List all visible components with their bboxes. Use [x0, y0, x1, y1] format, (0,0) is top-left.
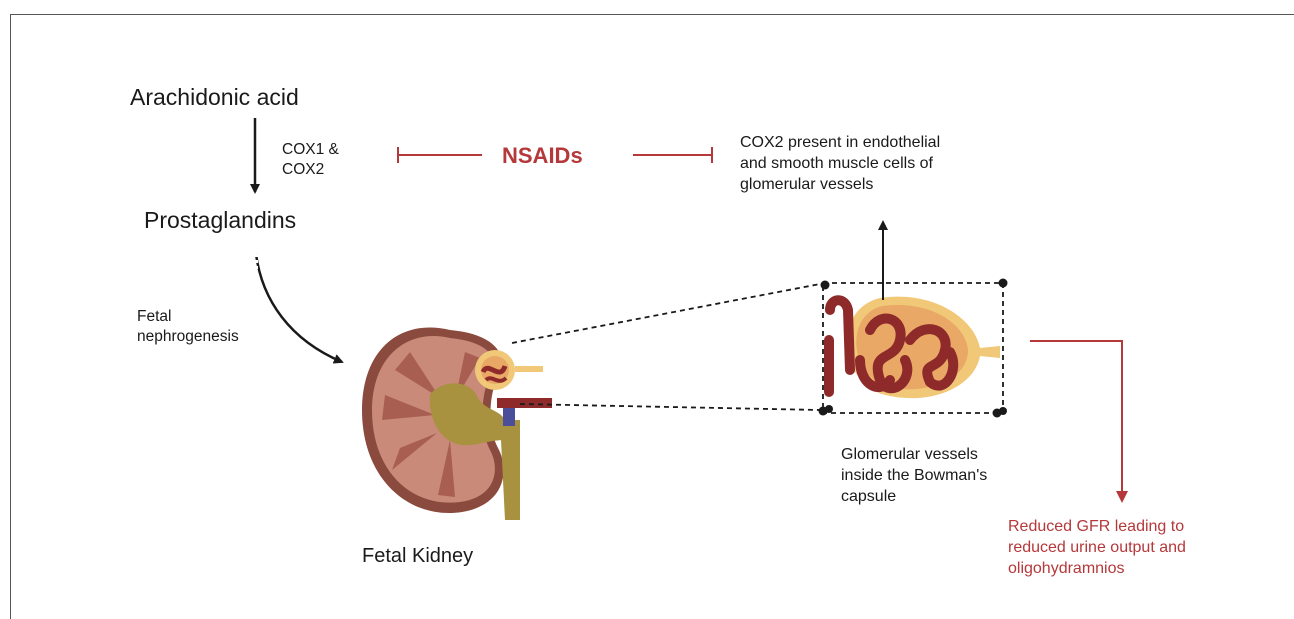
cox2-note: COX2 present in endothelial and smooth m…: [740, 132, 940, 195]
glomerulus-caption: Glomerular vessels inside the Bowman's c…: [841, 444, 987, 507]
cox2-note-line-2: and smooth muscle cells of: [740, 153, 940, 174]
fetal-kidney-label: Fetal Kidney: [362, 545, 473, 568]
enzymes-label: COX1 & COX2: [282, 140, 339, 180]
nephrogenesis-line-1: Fetal: [137, 307, 239, 327]
cox2-note-line-1: COX2 present in endothelial: [740, 132, 940, 153]
nsaid-inhibition-right: [633, 147, 712, 163]
nsaid-inhibition-left: [398, 147, 482, 163]
glomerulus-caption-line-3: capsule: [841, 486, 987, 507]
prostaglandins-label: Prostaglandins: [144, 207, 296, 234]
outcome-arrow: [1030, 341, 1122, 500]
glomerulus-illustration: [829, 297, 1000, 398]
arachidonic-acid-label: Arachidonic acid: [130, 84, 299, 111]
nephrogenesis-arrow: [256, 254, 342, 362]
zoom-line-top: [512, 284, 820, 343]
enzyme-cox2: COX2: [282, 160, 339, 180]
cox2-note-line-3: glomerular vessels: [740, 174, 940, 195]
nsaids-label: NSAIDs: [502, 143, 583, 169]
outcome-line-2: reduced urine output and: [1008, 537, 1186, 558]
nephrogenesis-label: Fetal nephrogenesis: [137, 307, 239, 347]
nephrogenesis-line-2: nephrogenesis: [137, 327, 239, 347]
glomerulus-caption-line-2: inside the Bowman's: [841, 465, 987, 486]
zoom-line-bottom: [520, 404, 820, 410]
outcome-line-1: Reduced GFR leading to: [1008, 516, 1186, 537]
outcome-text: Reduced GFR leading to reduced urine out…: [1008, 516, 1186, 579]
kidney-illustration: [362, 328, 552, 520]
enzyme-cox1: COX1 &: [282, 140, 339, 160]
outcome-line-3: oligohydramnios: [1008, 558, 1186, 579]
glomerulus-caption-line-1: Glomerular vessels: [841, 444, 987, 465]
